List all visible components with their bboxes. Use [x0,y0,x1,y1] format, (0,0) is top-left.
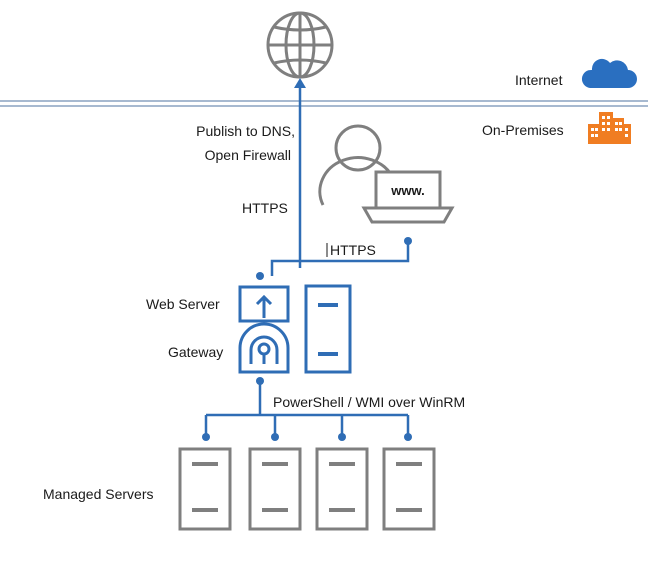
gateway-label: Gateway [168,344,224,360]
zone-label-on-premises: On-Premises [482,122,564,138]
web-server-icon [238,285,290,323]
gateway-icon [238,322,290,374]
server-tower-icon [304,284,352,374]
publish-label-line1: Publish to DNS, [196,123,295,139]
zone-divider [0,100,648,107]
managed-server-icon [382,447,436,531]
managed-servers-label: Managed Servers [43,486,154,502]
managed-server-icon [248,447,302,531]
cloud-icon [581,58,637,88]
zone-label-internet: Internet [515,72,563,88]
publish-label-line2: Open Firewall [204,147,291,163]
user-icon [318,124,395,206]
https-internet-label: HTTPS [242,200,288,216]
https-user-label: HTTPS [330,242,376,258]
user-connection-line [270,241,410,276]
globe-icon [266,11,334,79]
laptop-screen-text: www. [390,183,424,198]
building-icon [588,112,631,144]
managed-server-icon [178,447,232,531]
arrow-up-icon [294,78,306,88]
laptop-icon [361,170,455,224]
managed-server-icon [315,447,369,531]
web-server-label: Web Server [146,296,220,312]
connection-lines [204,86,410,437]
management-label: PowerShell / WMI over WinRM [273,394,466,410]
connection-dots [202,237,412,441]
